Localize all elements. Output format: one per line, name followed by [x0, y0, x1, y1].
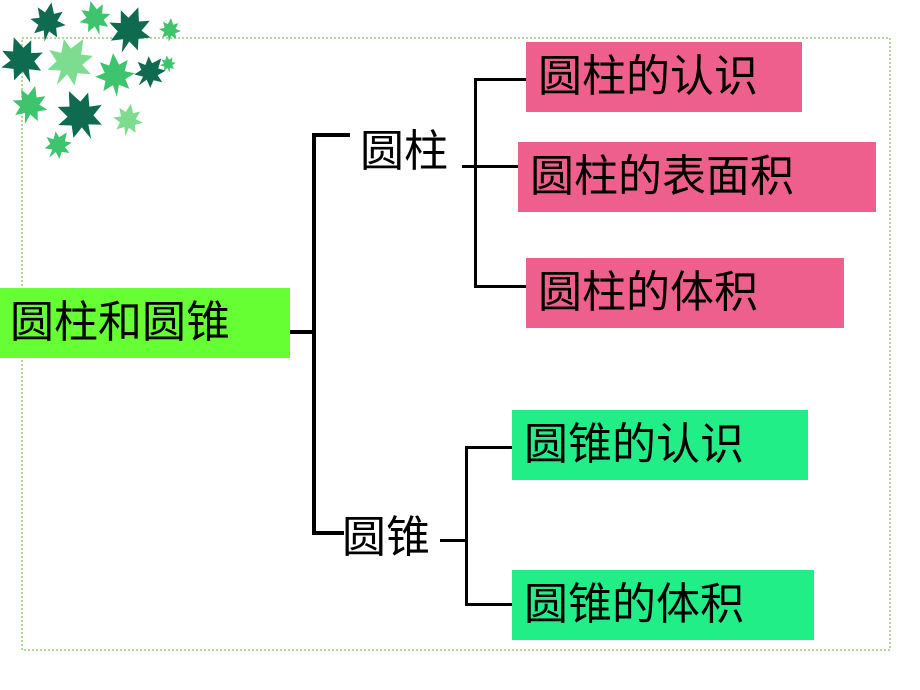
cylinder-branch-connector	[462, 165, 476, 168]
cone-child-recognition: 圆锥的认识	[512, 410, 808, 480]
cone-vertical-line	[465, 446, 468, 606]
cone-child2-connector	[465, 603, 512, 606]
branch-cone: 圆锥	[342, 510, 430, 566]
cylinder-child2-connector	[474, 165, 518, 168]
root-connector	[282, 330, 314, 334]
cylinder-child-recognition: 圆柱的认识	[526, 42, 802, 112]
cylinder-child-surface-area: 圆柱的表面积	[518, 142, 876, 212]
cylinder-child-recognition-label: 圆柱的认识	[538, 51, 758, 102]
cone-branch-connector	[440, 539, 468, 542]
cone-child-volume: 圆锥的体积	[512, 570, 814, 640]
cylinder-child3-connector	[474, 285, 526, 288]
maple-leaves-icon	[0, 0, 183, 166]
cone-child1-connector	[465, 446, 512, 449]
cylinder-child-surface-area-label: 圆柱的表面积	[530, 151, 794, 202]
cone-child-volume-label: 圆锥的体积	[524, 579, 744, 630]
cone-bottom-connector	[312, 531, 344, 535]
cylinder-child-volume-label: 圆柱的体积	[538, 267, 758, 318]
cylinder-child-volume: 圆柱的体积	[526, 258, 844, 328]
branch-cylinder-label: 圆柱	[360, 126, 448, 177]
root-node: 圆柱和圆锥	[0, 288, 290, 358]
cylinder-vertical-line	[474, 78, 477, 288]
root-label: 圆柱和圆锥	[10, 297, 230, 348]
main-vertical-line	[312, 133, 316, 535]
cylinder-child1-connector	[474, 78, 526, 81]
branch-cylinder: 圆柱	[360, 124, 448, 180]
branch-cone-label: 圆锥	[342, 512, 430, 563]
cone-child-recognition-label: 圆锥的认识	[524, 419, 744, 470]
cylinder-top-connector	[312, 133, 350, 137]
